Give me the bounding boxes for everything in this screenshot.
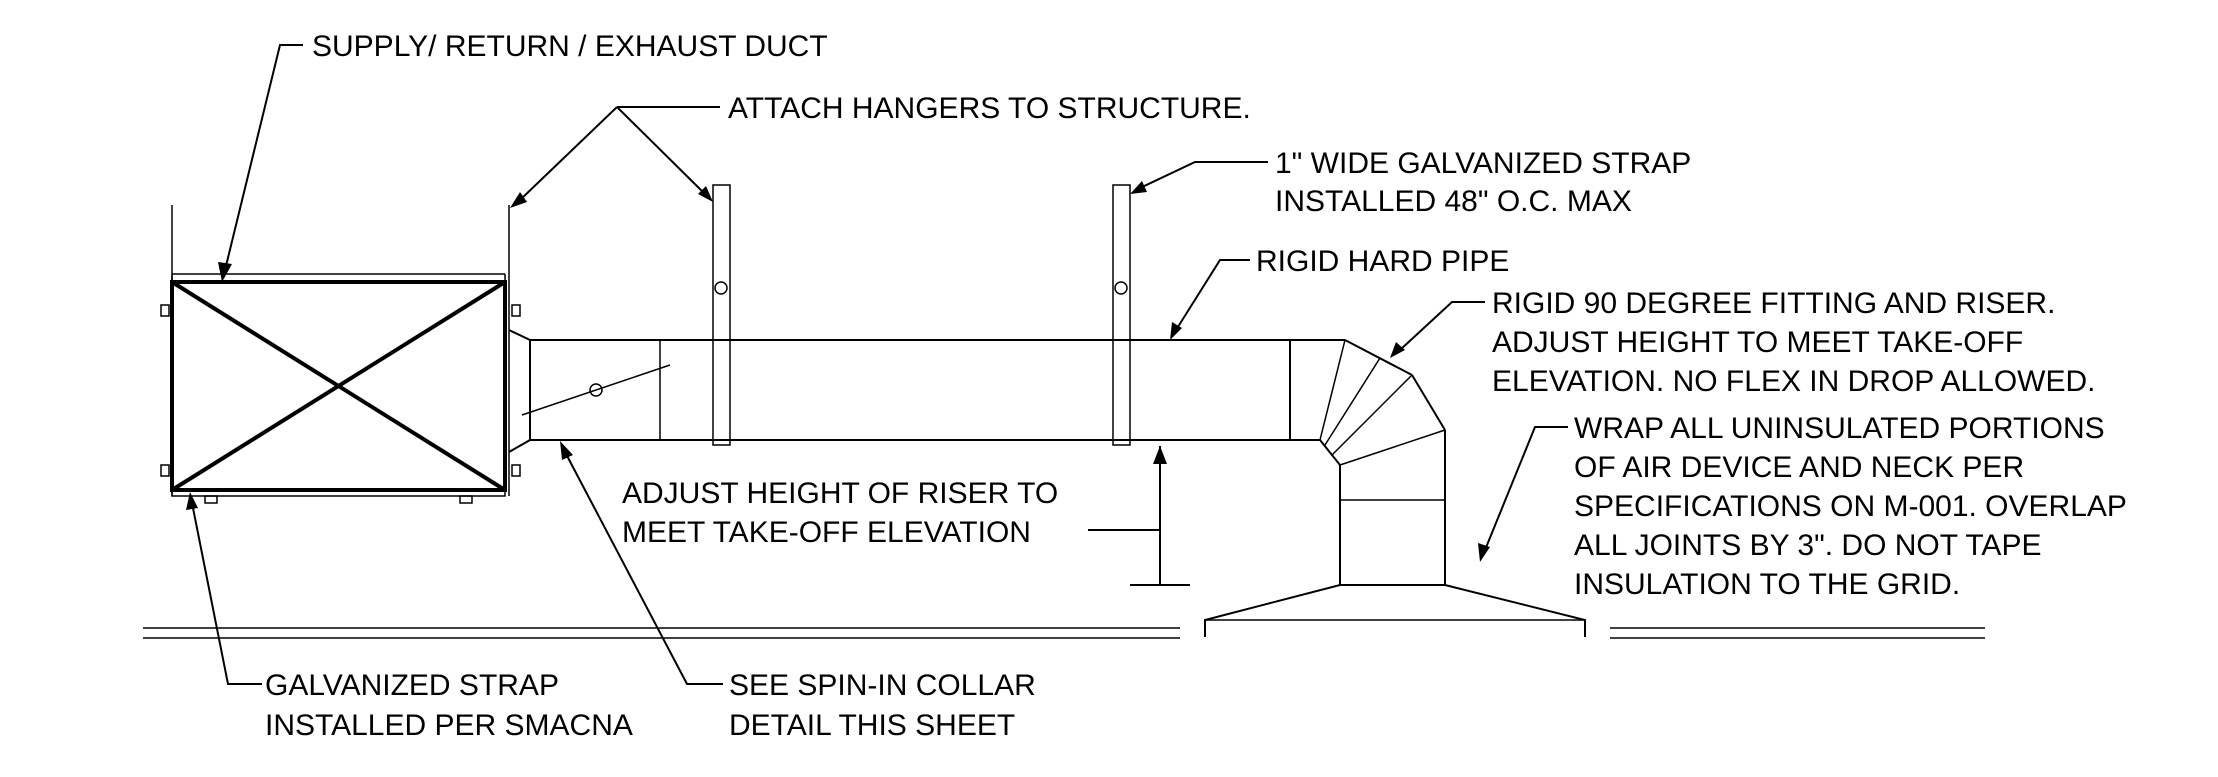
label-riser-2: MEET TAKE-OFF ELEVATION <box>622 516 1031 549</box>
leader-pipe <box>1175 259 1250 331</box>
label-rigid-pipe: RIGID HARD PIPE <box>1256 245 1509 278</box>
label-wrap-4: ALL JOINTS BY 3". DO NOT TAPE <box>1574 529 2041 562</box>
label-strap-2: INSTALLED 48" O.C. MAX <box>1275 185 1632 218</box>
label-fitting-3: ELEVATION. NO FLEX IN DROP ALLOWED. <box>1492 365 2096 398</box>
damper-pivot <box>589 383 603 397</box>
strap-tab-6 <box>459 495 473 504</box>
collar-body <box>508 329 531 453</box>
dimension-arrow <box>1153 446 1167 464</box>
air-device <box>1204 584 1586 637</box>
label-fitting-2: ADJUST HEIGHT TO MEET TAKE-OFF <box>1492 326 2023 359</box>
hanger-strap-1 <box>712 184 731 446</box>
gore-3 <box>1331 374 1413 456</box>
ceiling-grid <box>143 627 1985 639</box>
label-spin-2: DETAIL THIS SHEET <box>729 709 1015 742</box>
leader-hangers-1 <box>519 106 618 201</box>
label-fitting-1: RIGID 90 DEGREE FITTING AND RISER. <box>1492 287 2055 320</box>
label-wrap-3: SPECIFICATIONS ON M-001. OVERLAP <box>1574 490 2127 523</box>
rigid-90-fitting <box>1289 339 1446 585</box>
label-galv-2: INSTALLED PER SMACNA <box>265 709 633 742</box>
leader-fitting <box>1399 301 1485 351</box>
fitting-bottom-b <box>1319 439 1341 466</box>
riser-dimension <box>1088 446 1190 586</box>
spin-in-collar <box>508 329 671 453</box>
leader-spin <box>564 451 723 685</box>
label-strap-1: 1" WIDE GALVANIZED STRAP <box>1275 147 1691 180</box>
diffuser-body <box>1204 584 1586 637</box>
arrow-wrap <box>1478 543 1490 562</box>
fitting-top-b <box>1344 339 1413 376</box>
arrow-hangers-2 <box>698 186 713 202</box>
label-wrap-1: WRAP ALL UNINSULATED PORTIONS <box>1574 412 2105 445</box>
leader-galv <box>191 502 262 685</box>
arrow-fitting <box>1390 342 1405 358</box>
main-duct <box>160 205 521 504</box>
label-spin-1: SEE SPIN-IN COLLAR <box>729 669 1036 702</box>
hanger-strap-2 <box>1112 184 1131 446</box>
strap-tab-2 <box>160 464 170 477</box>
hanger-bolt-1 <box>714 281 728 295</box>
arrow-galv <box>186 492 198 510</box>
gore-2 <box>1324 357 1381 446</box>
label-duct: SUPPLY/ RETURN / EXHAUST DUCT <box>312 30 828 63</box>
gore-4 <box>1339 429 1446 466</box>
strap-tab-4 <box>511 464 521 477</box>
arrow-hangers-1 <box>510 192 527 208</box>
strap-tab-5 <box>204 495 218 504</box>
leader-hangers-2 <box>616 106 707 196</box>
rigid-hard-pipe <box>530 184 1290 446</box>
annotations: SUPPLY/ RETURN / EXHAUST DUCT ATTACH HAN… <box>265 30 2127 742</box>
duct-cross-2 <box>170 280 507 492</box>
gore-1 <box>1319 339 1346 441</box>
label-wrap-5: INSULATION TO THE GRID. <box>1574 568 1960 601</box>
strap-tab-1 <box>160 304 170 317</box>
leader-wrap <box>1484 426 1568 551</box>
label-galv-1: GALVANIZED STRAP <box>265 669 559 702</box>
leaders <box>186 44 1568 685</box>
leader-duct <box>224 44 303 271</box>
arrow-pipe <box>1170 322 1182 340</box>
label-riser-1: ADJUST HEIGHT OF RISER TO <box>622 477 1058 510</box>
arrow-duct <box>218 262 232 282</box>
arrow-strap <box>1130 181 1147 194</box>
label-wrap-2: OF AIR DEVICE AND NECK PER <box>1574 451 2024 484</box>
arrow-spin <box>560 441 573 460</box>
hanger-bolt-2 <box>1114 281 1128 295</box>
strap-tab-3 <box>511 304 521 317</box>
leader-strap <box>1139 161 1268 189</box>
damper-blade <box>521 364 671 416</box>
label-hangers: ATTACH HANGERS TO STRUCTURE. <box>728 92 1251 125</box>
fitting-top-c <box>1411 374 1446 431</box>
